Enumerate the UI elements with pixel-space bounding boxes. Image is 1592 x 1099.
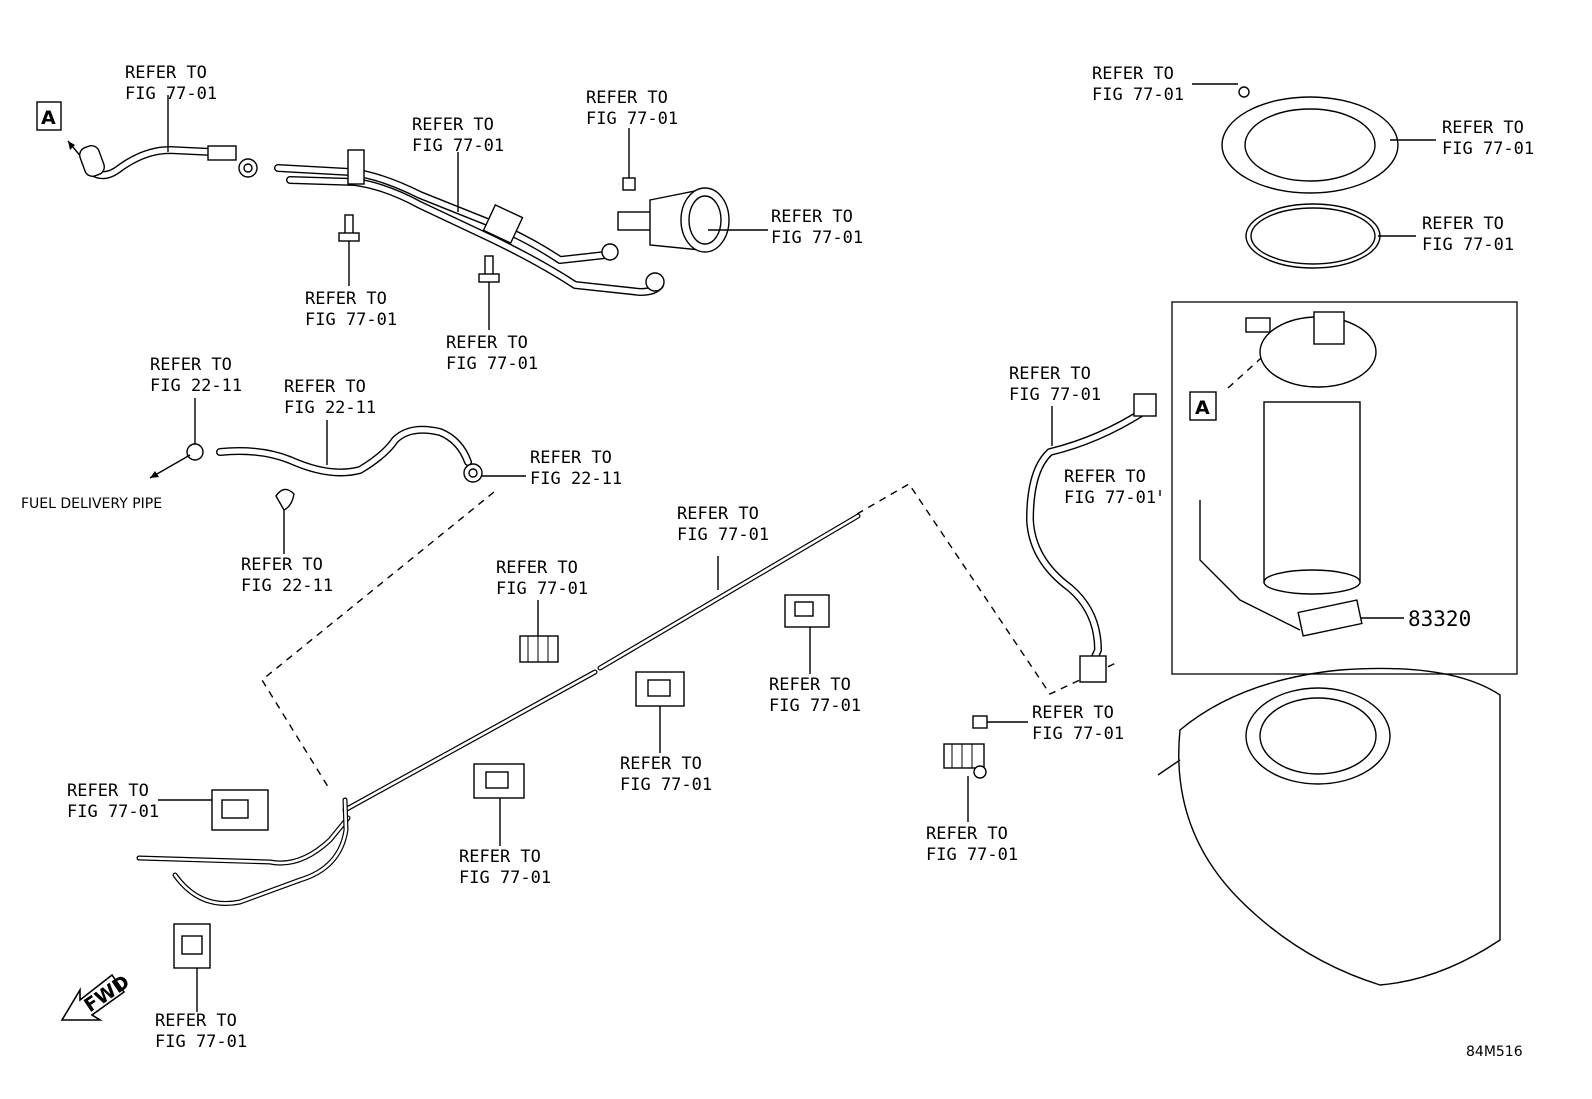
pipe-clip-7	[943, 743, 987, 822]
callout-c21-line1: REFER TO	[67, 781, 149, 801]
pipe-clip-1	[519, 600, 559, 663]
view-marker-a: A	[41, 107, 56, 129]
callout-c5-line2: FIG 77-01	[305, 310, 397, 330]
callout-c8-line1: REFER TO	[1442, 118, 1524, 138]
bolt-2	[478, 255, 500, 330]
callout-c12-line2: FIG 22-11	[530, 469, 622, 489]
callout-c14-line1: REFER TO	[677, 504, 759, 524]
callout-c10-line2: FIG 22-11	[150, 376, 242, 396]
part-number-83320: 83320	[1408, 607, 1471, 631]
fuel-pump-hose	[1026, 393, 1161, 683]
callout-c13-line1: REFER TO	[241, 555, 323, 575]
pipe-clip-2	[784, 594, 830, 674]
bolt-4	[972, 715, 1028, 729]
callout-c18-line2: FIG 77-01	[769, 696, 861, 716]
view-marker-a-2: A	[1195, 397, 1210, 419]
callout-c11-line1: REFER TO	[284, 377, 366, 397]
gasket	[1245, 203, 1416, 269]
drawing-number: 84M516	[1466, 1044, 1523, 1060]
callout-c2-line1: REFER TO	[412, 115, 494, 135]
callout-c6-line2: FIG 77-01	[446, 354, 538, 374]
callout-labels: REFER TO FIG 77-01 REFER TO FIG 77-01 RE…	[21, 63, 1534, 1060]
fuel-pump-module: A	[1171, 301, 1518, 675]
callout-c10-line1: REFER TO	[150, 355, 232, 375]
callout-c6-line1: REFER TO	[446, 333, 528, 353]
callout-c20-line2: FIG 77-01	[620, 775, 712, 795]
pipe-clip-5	[158, 789, 269, 831]
callout-c20-line1: REFER TO	[620, 754, 702, 774]
pipe-clip-6	[173, 923, 211, 1012]
callout-c9-line2: FIG 77-01	[1422, 235, 1514, 255]
bolt-1	[338, 214, 360, 286]
callout-c15-line1: REFER TO	[496, 558, 578, 578]
callout-c5-line1: REFER TO	[305, 289, 387, 309]
callout-c14-line2: FIG 77-01	[677, 525, 769, 545]
callout-c17-line1: REFER TO	[1064, 467, 1146, 487]
fwd-label: FWD	[80, 971, 134, 1017]
pipe-clip-4	[473, 763, 525, 846]
callout-c18-line1: REFER TO	[769, 675, 851, 695]
callout-c23-line1: REFER TO	[459, 847, 541, 867]
callout-c16-line1: REFER TO	[1009, 364, 1091, 384]
main-fuel-pipe	[136, 513, 861, 906]
pipe-clip-3	[635, 671, 685, 753]
vapor-hose-assembly: A	[36, 95, 258, 180]
callout-c3-line2: FIG 77-01	[586, 109, 678, 129]
callout-c23-line2: FIG 77-01	[459, 868, 551, 888]
callout-c22-line1: REFER TO	[926, 824, 1008, 844]
dashed-leaders	[261, 349, 1271, 791]
callout-c7-line2: FIG 77-01	[1092, 85, 1184, 105]
callout-c8-line2: FIG 77-01	[1442, 139, 1534, 159]
callout-c19-line1: REFER TO	[1032, 703, 1114, 723]
callout-c11-line2: FIG 22-11	[284, 398, 376, 418]
callout-c4-line1: REFER TO	[771, 207, 853, 227]
callout-c21-line2: FIG 77-01	[67, 802, 159, 822]
retainer-ring	[1192, 83, 1436, 194]
fuel-delivery-pipe-note: FUEL DELIVERY PIPE	[21, 496, 162, 512]
callout-c24-line1: REFER TO	[155, 1011, 237, 1031]
callout-c22-line2: FIG 77-01	[926, 845, 1018, 865]
fwd-arrow-icon: FWD	[60, 971, 134, 1021]
callout-c13-line2: FIG 22-11	[241, 576, 333, 596]
callout-c4-line2: FIG 77-01	[771, 228, 863, 248]
callout-c2-line2: FIG 77-01	[412, 136, 504, 156]
bolt-3	[622, 128, 636, 191]
charcoal-canister	[617, 187, 768, 253]
fuel-hose-assembly	[149, 398, 526, 554]
callout-c9-line1: REFER TO	[1422, 214, 1504, 234]
callout-c7-line1: REFER TO	[1092, 64, 1174, 84]
fuel-tank	[1157, 667, 1501, 986]
callout-c16-line2: FIG 77-01	[1009, 385, 1101, 405]
callout-c12-line1: REFER TO	[530, 448, 612, 468]
callout-c1-line1: REFER TO	[125, 63, 207, 83]
callout-c17-line2: FIG 77-01	[1064, 488, 1156, 508]
callout-c3-line1: REFER TO	[586, 88, 668, 108]
callout-c1-line2: FIG 77-01	[125, 84, 217, 104]
vapor-pipe-assembly	[274, 149, 665, 296]
callout-c24-line2: FIG 77-01	[155, 1032, 247, 1052]
callout-c15-line2: FIG 77-01	[496, 579, 588, 599]
callout-c19-line2: FIG 77-01	[1032, 724, 1124, 744]
